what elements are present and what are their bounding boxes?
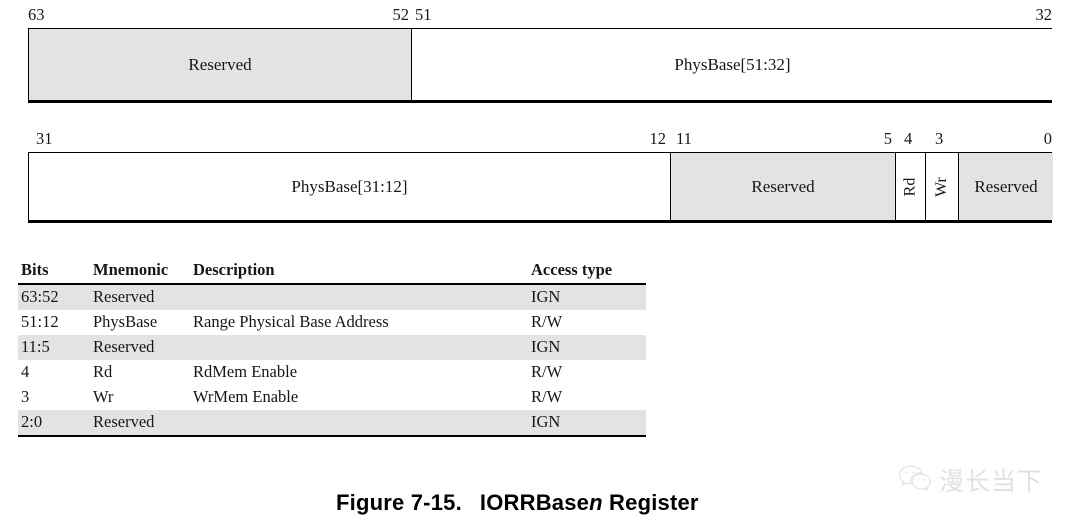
cell-description <box>193 410 531 437</box>
bit-number-label: 51 <box>415 5 432 24</box>
cell-bits: 4 <box>21 362 30 381</box>
cell-bits: 3 <box>21 387 30 406</box>
cell-bits: 63:52 <box>18 284 93 310</box>
register-field-label: Reserved <box>974 176 1038 196</box>
register-field-physbase-31-12: PhysBase[31:12] <box>29 153 671 220</box>
register-field-label: Reserved <box>188 54 252 74</box>
column-header-mnemonic: Mnemonic <box>93 258 193 285</box>
figure-title-prefix: IORRBase <box>479 490 590 515</box>
cell-access-type: R/W <box>531 387 563 406</box>
table-header-row: Bits Mnemonic Description Access type <box>18 258 646 285</box>
register-field-label: PhysBase[31:12] <box>291 176 408 196</box>
register-row-upper: Reserved PhysBase[51:32] <box>28 28 1053 103</box>
column-header-bits: Bits <box>18 258 93 285</box>
register-field-reserved: Reserved <box>671 153 896 220</box>
bit-description-table: Bits Mnemonic Description Access type 63… <box>18 258 646 437</box>
figure-title-suffix: Register <box>602 490 699 515</box>
bit-number-label: 3 <box>935 129 944 148</box>
cell-mnemonic: Reserved <box>93 410 193 437</box>
bit-number-label: 5 <box>883 129 892 148</box>
figure-caption: Figure 7-15. IORRBasen Register <box>336 490 699 516</box>
cell-description <box>193 335 531 360</box>
register-field-label: PhysBase[51:32] <box>674 54 791 74</box>
table-row: 51:12 PhysBase Range Physical Base Address… <box>18 310 646 335</box>
table-row: 4 Rd RdMem Enable R/W <box>18 360 646 385</box>
bit-ruler-row1: 63 52 51 32 <box>0 4 1080 26</box>
figure-number: Figure 7-15. <box>336 490 462 515</box>
cell-access-type: R/W <box>531 362 563 381</box>
register-field-physbase-51-32: PhysBase[51:32] <box>412 29 1053 100</box>
cell-mnemonic: Reserved <box>93 335 193 360</box>
cell-mnemonic: Rd <box>93 362 113 381</box>
register-field-rd: Rd <box>896 153 926 220</box>
cell-access-type: IGN <box>531 335 646 360</box>
bit-number-label: 12 <box>649 129 667 148</box>
cell-description <box>193 284 531 310</box>
bit-number-label: 52 <box>392 5 410 24</box>
cell-bits: 51:12 <box>21 312 59 331</box>
cell-access-type: IGN <box>531 284 646 310</box>
register-field-reserved: Reserved <box>29 29 412 100</box>
cell-description: WrMem Enable <box>193 387 299 406</box>
bit-number-label: 4 <box>904 129 913 148</box>
register-field-label: Rd <box>901 177 919 196</box>
cell-access-type: IGN <box>531 410 646 437</box>
register-field-reserved: Reserved <box>959 153 1053 220</box>
bit-number-label: 63 <box>28 5 45 24</box>
register-field-label: Reserved <box>751 176 815 196</box>
register-field-wr: Wr <box>926 153 959 220</box>
cell-description: Range Physical Base Address <box>193 312 389 331</box>
cell-access-type: R/W <box>531 312 563 331</box>
cell-bits: 11:5 <box>18 335 93 360</box>
register-field-label: Wr <box>932 176 950 197</box>
cell-mnemonic: Reserved <box>93 284 193 310</box>
watermark: 漫长当下 <box>898 462 1043 498</box>
cell-description: RdMem Enable <box>193 362 298 381</box>
wechat-icon <box>898 464 932 497</box>
bit-number-label: 11 <box>676 129 692 148</box>
column-header-access-type: Access type <box>531 258 646 285</box>
table-row: 3 Wr WrMem Enable R/W <box>18 385 646 410</box>
cell-bits: 2:0 <box>18 410 93 437</box>
register-row-lower: PhysBase[31:12] Reserved Rd Wr Reserved <box>28 152 1053 223</box>
bit-number-label: 31 <box>36 129 53 148</box>
figure-title-italic: n <box>589 490 603 515</box>
watermark-text: 漫长当下 <box>939 467 1044 496</box>
cell-mnemonic: PhysBase <box>93 312 158 331</box>
bit-number-label: 0 <box>1043 129 1052 148</box>
bit-number-label: 32 <box>1035 5 1053 24</box>
column-header-description: Description <box>193 258 531 285</box>
cell-mnemonic: Wr <box>93 387 114 406</box>
